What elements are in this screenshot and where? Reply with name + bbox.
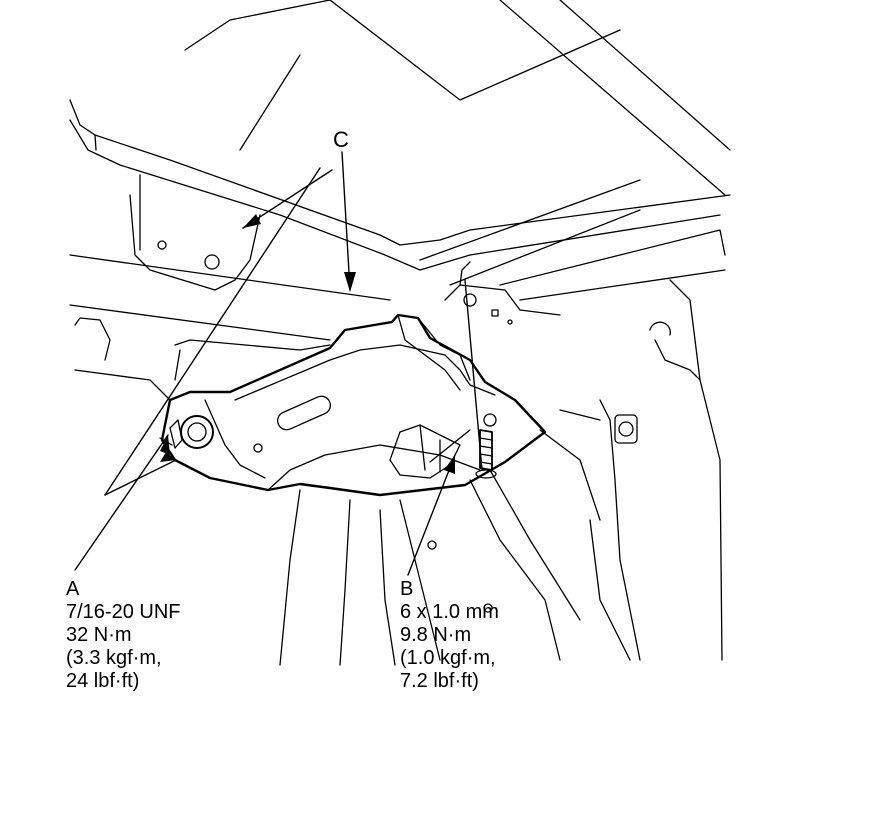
callout-a-torque-kgfm: (3.3 kgf·m, (66, 647, 162, 669)
callout-a-torque-lbfft: 24 lbf·ft) (66, 670, 140, 692)
callout-b-label: B (400, 578, 414, 600)
arrowheads (160, 214, 455, 474)
callout-b-torque-kgfm: (1.0 kgf·m, (400, 647, 496, 669)
callout-a-torque-nm: 32 N·m (66, 624, 132, 646)
callout-b-torque-lbfft: 7.2 lbf·ft) (400, 670, 479, 692)
leader-lines (74, 151, 483, 576)
leader-a (74, 434, 169, 571)
callout-a-spec: A 7/16-20 UNF 32 N·m (3.3 kgf·m, 24 lbf·… (66, 578, 181, 693)
callout-b-spec: B 6 x 1.0 mm 9.8 N·m (1.0 kgf·m, 7.2 lbf… (400, 578, 499, 693)
leader-b (407, 454, 456, 576)
callout-b-torque-nm: 9.8 N·m (400, 624, 472, 646)
callout-a-label: A (66, 578, 80, 600)
leader-b-bolt (464, 279, 483, 471)
leader-c-to-bracket-a (104, 167, 321, 496)
callout-c-label: C (333, 127, 349, 152)
stud-c (444, 261, 561, 325)
bracket-details (204, 314, 497, 491)
callout-b-thread: 6 x 1.0 mm (400, 601, 499, 623)
mounting-bracket (160, 313, 547, 497)
vehicle-body-structure (69, 0, 731, 666)
leader-c-to-bracket (341, 151, 351, 291)
callout-a-thread: 7/16-20 UNF (66, 601, 181, 623)
